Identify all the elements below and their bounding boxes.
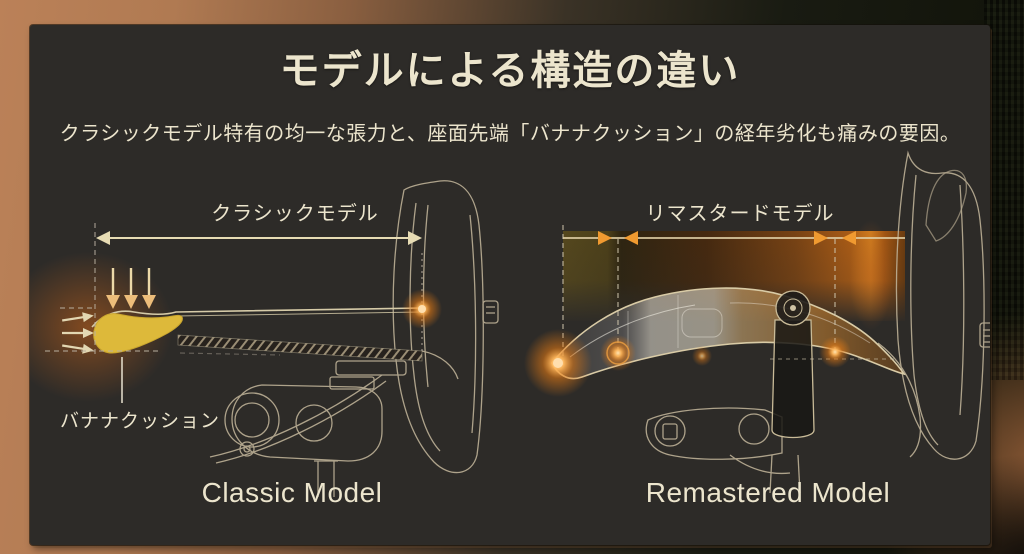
remastered-model-label: リマスタードモデル (645, 203, 835, 225)
tension-zone-fade (563, 231, 905, 321)
chair-mesh-texture (984, 0, 1024, 380)
remastered-seat-shell (551, 287, 906, 380)
classic-rear-glow-point (402, 289, 442, 329)
slide-title: モデルによる構造の違い (279, 49, 741, 93)
cushion-glow (30, 252, 173, 402)
chair-line-art-classic (209, 180, 499, 497)
remastered-zone-arrows (563, 231, 905, 245)
classic-width-arrow (96, 231, 422, 245)
remastered-guide-lines (562, 225, 896, 365)
banana-cushion-shape (93, 313, 183, 354)
classic-model-diagram (30, 180, 499, 497)
classic-model-caption: Classic Model (201, 477, 383, 508)
slide-subtitle: クラシックモデル特有の均一な張力と、座面先端「バナナクッション」の経年劣化も痛み… (59, 123, 961, 145)
remastered-model-caption: Remastered Model (645, 477, 891, 508)
banana-cushion-callout: バナナクッション (60, 411, 221, 432)
chair-structure-diagram (30, 150, 990, 497)
classic-model-label: クラシックモデル (211, 203, 379, 225)
seat-pivot-post (771, 290, 815, 439)
classic-guide-lines (45, 223, 423, 356)
classic-seat-surface (91, 307, 423, 362)
edge-load-arrows (62, 312, 94, 354)
pressure-arrows-down (106, 268, 156, 309)
tension-zone-band (563, 231, 905, 321)
band-bright-column (849, 220, 893, 330)
remastered-glow-points (524, 329, 851, 397)
slide-panel: モデルによる構造の違い クラシックモデル特有の均一な張力と、座面先端「バナナクッ… (30, 25, 990, 545)
